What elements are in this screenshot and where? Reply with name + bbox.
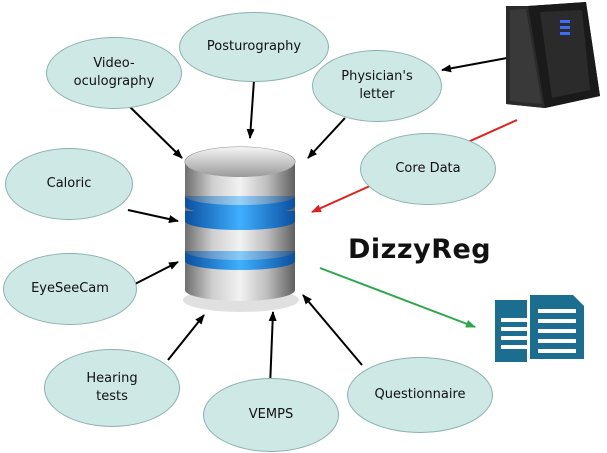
node-video-oculography: Video- oculography: [46, 37, 182, 109]
node-caloric: Caloric: [5, 148, 133, 220]
node-posturography: Posturography: [179, 12, 329, 82]
server-icon: [506, 2, 600, 108]
arrow-caloric: [127, 209, 179, 223]
documents-icon: [495, 292, 587, 362]
database-icon: [183, 146, 299, 312]
diagram-title: DizzyReg: [348, 234, 492, 265]
node-questionnaire: Questionnaire: [347, 357, 493, 433]
arrow-hearing-tests: [167, 314, 205, 361]
arrow-output: [319, 267, 476, 328]
arrow-vemps: [268, 311, 277, 388]
node-hearing-tests: Hearing tests: [44, 349, 180, 427]
arrow-questionnaire: [302, 294, 363, 366]
node-eyeseecam: EyeSeeCam: [3, 253, 137, 325]
node-physicians-letter: Physician's letter: [312, 50, 442, 122]
arrow-video-oculography: [127, 104, 183, 159]
arrow-eyeseecam: [132, 261, 179, 286]
node-core-data: Core Data: [360, 133, 496, 205]
arrow-physicians-letter: [307, 117, 346, 159]
arrow-posturography: [246, 79, 255, 139]
node-vemps: VEMPS: [203, 378, 339, 452]
arrow-server: [441, 57, 508, 73]
